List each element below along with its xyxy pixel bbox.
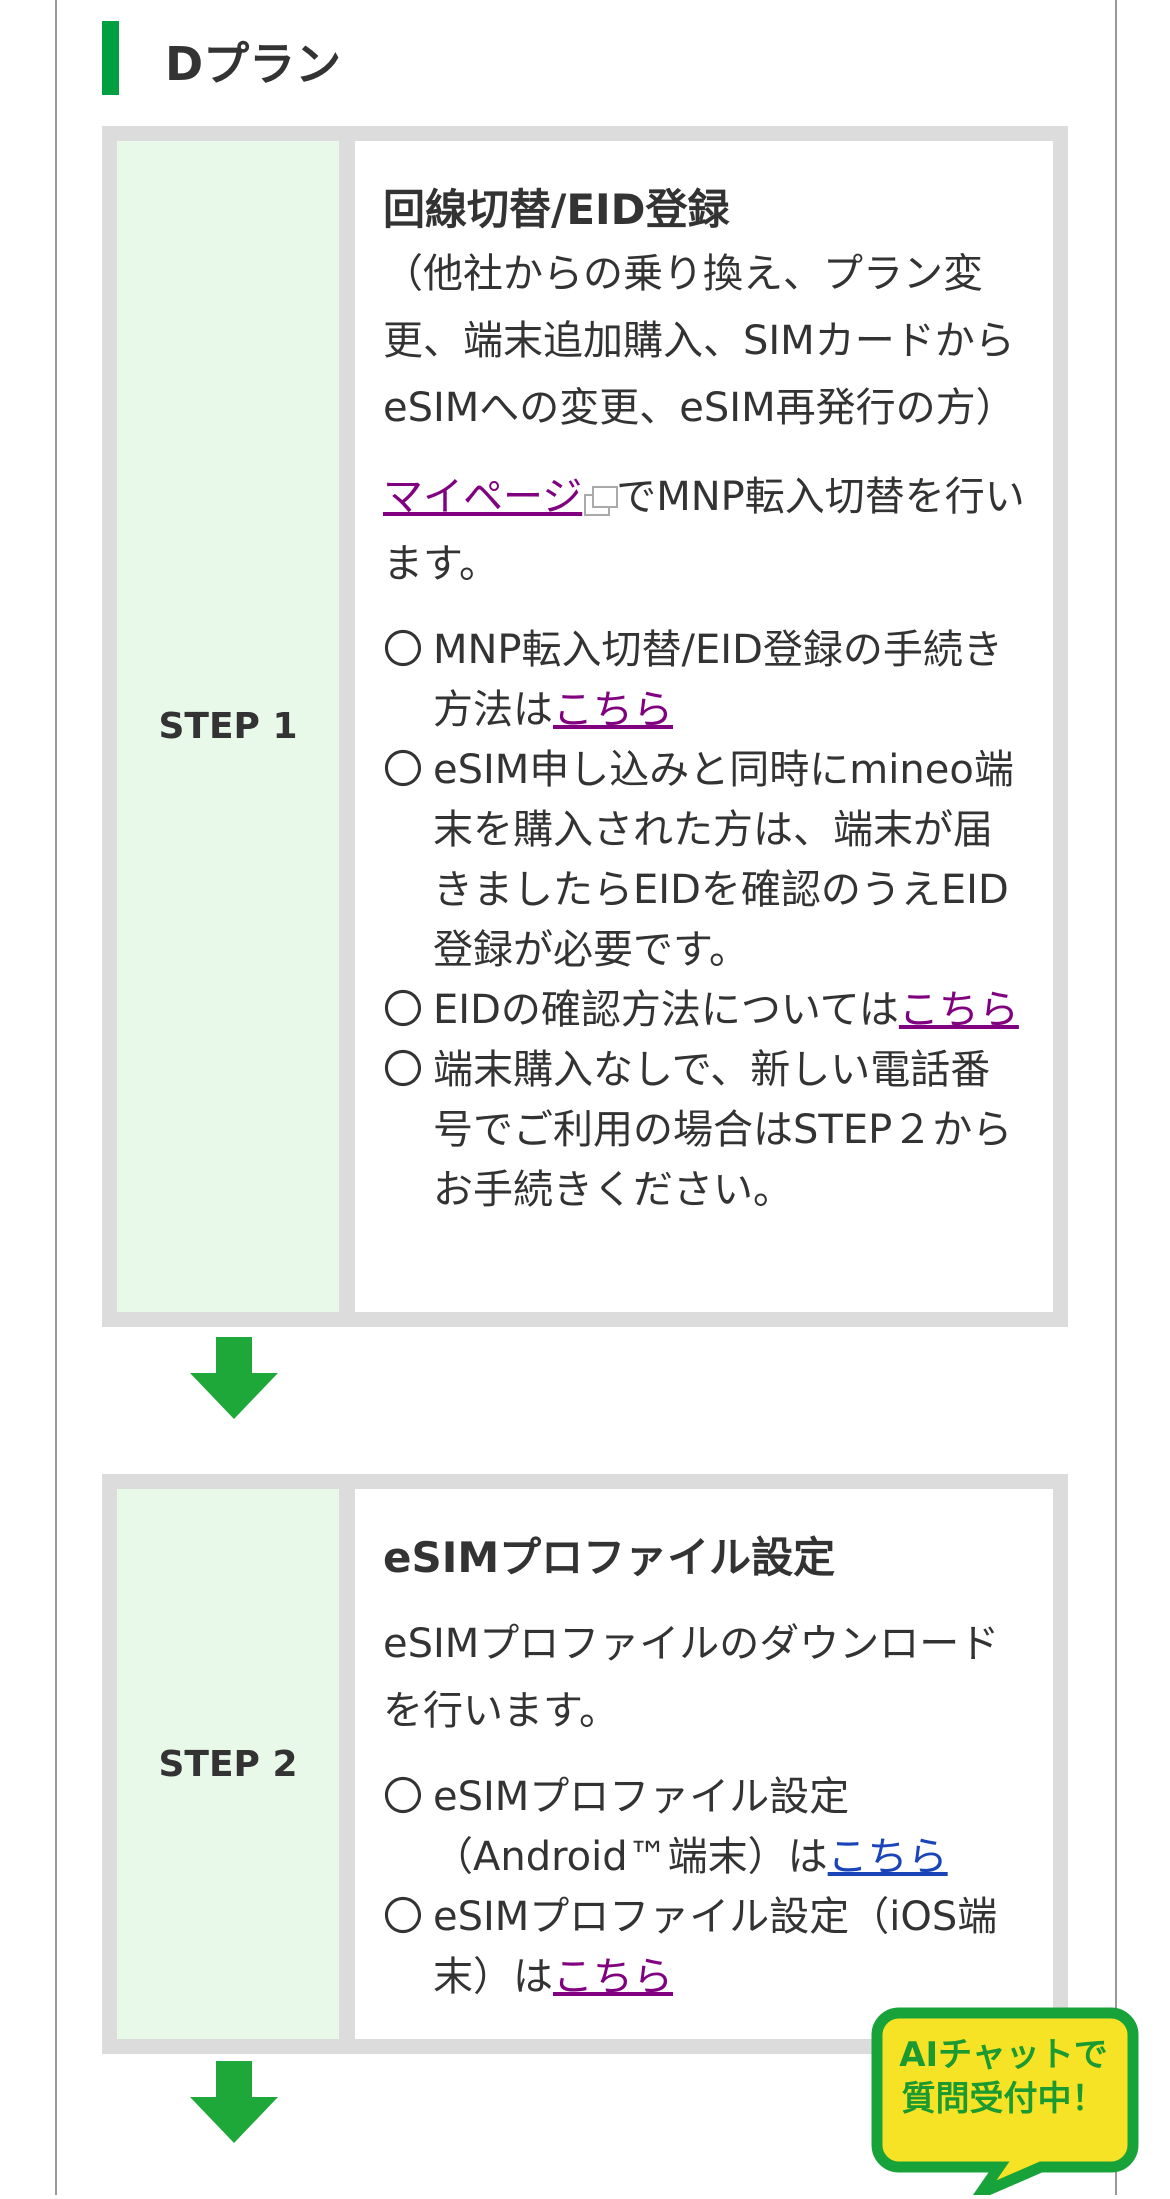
step1-box: STEP 1 回線切替/EID登録 （他社からの乗り換え、プラン変更、端末追加購… (102, 126, 1068, 1327)
page-frame (55, 0, 1117, 2195)
down-arrow-icon (190, 1337, 278, 1419)
step1-label: STEP 1 (117, 141, 339, 1312)
step1-title: 回線切替/EID登録 (383, 185, 730, 234)
chat-line1: AIチャットで (899, 2035, 1108, 2075)
item-text: eSIM申し込みと同時にmineo端末を購入された方は、端末が届きましたらEID… (433, 747, 1014, 973)
mypage-link[interactable]: マイページ (383, 474, 583, 520)
ai-chat-label: AIチャットで質問受付中！ (891, 2033, 1116, 2121)
speech-bubble-icon (871, 2007, 1139, 2199)
circle-bullet-icon: 〇 (383, 747, 423, 793)
circle-bullet-icon: 〇 (383, 1047, 423, 1093)
step2-label: STEP 2 (117, 1489, 339, 2039)
circle-bullet-icon: 〇 (383, 987, 423, 1033)
page-title: Dプラン (165, 37, 342, 91)
item-text: EIDの確認方法については (433, 987, 899, 1033)
item-text: eSIMプロファイル設定（iOS端末）は (433, 1894, 998, 2000)
circle-bullet-icon: 〇 (383, 1894, 423, 1940)
step1-mypage-paragraph: マイページでMNP転入切替を行います。 (383, 464, 1025, 598)
list-item: 〇端末購入なしで、新しい電話番号でご利用の場合はSTEP２からお手続きください。 (383, 1040, 1025, 1220)
step2-desc: eSIMプロファイルのダウンロードを行います。 (383, 1621, 1000, 1734)
down-arrow-icon (190, 2061, 278, 2143)
ios-profile-link[interactable]: こちら (553, 1954, 673, 2000)
android-profile-link[interactable]: こちら (827, 1834, 948, 1880)
heading-accent-bar (102, 21, 119, 95)
external-link-icon (582, 484, 619, 516)
item-text: MNP転入切替/EID登録の手続き方法は (433, 627, 1003, 733)
step2-box: STEP 2 eSIMプロファイル設定 eSIMプロファイルのダウンロードを行い… (102, 1474, 1068, 2054)
step2-title: eSIMプロファイル設定 (383, 1533, 836, 1582)
item-text: 端末購入なしで、新しい電話番号でご利用の場合はSTEP２からお手続きください。 (433, 1047, 1013, 1213)
step1-content: 回線切替/EID登録 （他社からの乗り換え、プラン変更、端末追加購入、SIMカー… (355, 141, 1053, 1312)
circle-bullet-icon: 〇 (383, 627, 423, 673)
ai-chat-button[interactable]: AIチャットで質問受付中！ (871, 2005, 1141, 2199)
eid-check-link[interactable]: こちら (898, 987, 1019, 1033)
circle-bullet-icon: 〇 (383, 1774, 423, 1820)
chat-line2: 質問受付中！ (901, 2079, 1106, 2119)
mypage-text: でMNP転入切替を行います。 (383, 474, 1025, 587)
mnp-procedure-link[interactable]: こちら (553, 687, 673, 733)
step1-subtitle: （他社からの乗り換え、プラン変更、端末追加購入、SIMカードからeSIMへの変更… (383, 251, 1016, 431)
item-text: eSIMプロファイル設定（Android™端末）は (433, 1774, 850, 1880)
